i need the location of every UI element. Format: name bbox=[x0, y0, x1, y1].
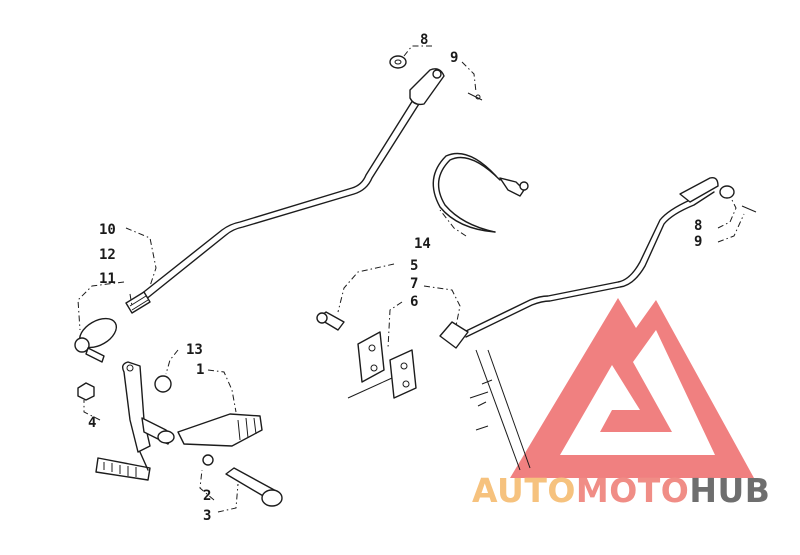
cable bbox=[432, 152, 529, 233]
watermark-text: AUTOMOTOHUB bbox=[472, 471, 770, 510]
callout-9-right: 9 bbox=[694, 234, 702, 250]
callout-labels: 8 9 10 12 11 14 5 7 6 13 1 4 2 3 8 9 bbox=[88, 32, 702, 524]
callout-1: 1 bbox=[196, 362, 204, 378]
rod-end-assembly bbox=[74, 291, 151, 363]
callout-9-top: 9 bbox=[450, 50, 458, 66]
callout-8-right: 8 bbox=[694, 218, 702, 234]
callout-12: 12 bbox=[99, 247, 116, 263]
callout-11: 11 bbox=[99, 271, 116, 287]
callout-2: 2 bbox=[203, 488, 211, 504]
callout-7: 7 bbox=[410, 276, 418, 292]
watermark-moto: MOTO bbox=[576, 471, 689, 510]
watermark-hub: HUB bbox=[689, 471, 770, 510]
callout-6: 6 bbox=[410, 294, 418, 310]
watermark-auto: AUTO bbox=[472, 471, 576, 510]
callout-5: 5 bbox=[410, 258, 418, 274]
callout-3: 3 bbox=[203, 508, 211, 524]
watermark-logo bbox=[510, 298, 754, 478]
callout-8-top: 8 bbox=[420, 32, 428, 48]
right-shift-rod bbox=[316, 176, 757, 471]
callout-14: 14 bbox=[414, 236, 431, 252]
leader-lines bbox=[77, 45, 745, 513]
upper-shift-rod bbox=[139, 55, 483, 301]
callout-13: 13 bbox=[186, 342, 203, 358]
callout-4: 4 bbox=[88, 415, 96, 431]
callout-10: 10 bbox=[99, 222, 116, 238]
pedal-assembly bbox=[77, 361, 283, 507]
svg-text:AUTOMOTOHUB: AUTOMOTOHUB bbox=[472, 471, 770, 510]
watermark-triangle bbox=[510, 298, 754, 478]
